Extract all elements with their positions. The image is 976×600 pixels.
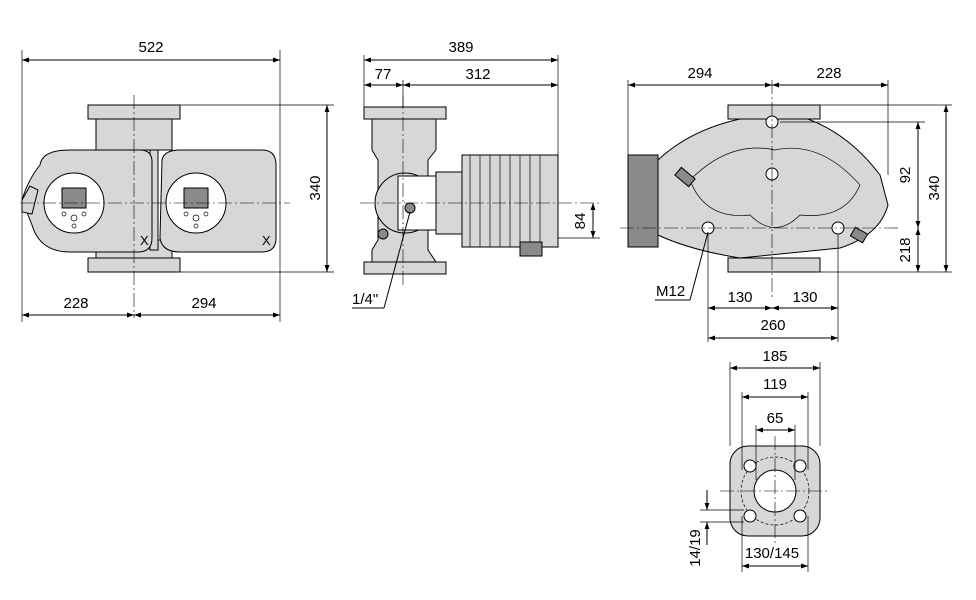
- flange-bolt-circle-label: 130/145: [745, 545, 799, 562]
- back-right-label: 228: [816, 65, 841, 82]
- back-bolt-total-label: 260: [760, 317, 785, 334]
- back-height-label: 340: [926, 175, 943, 200]
- front-right-label: 294: [191, 295, 216, 312]
- flange-inner-label: 65: [767, 410, 784, 427]
- side-thread-label: 1/4": [352, 291, 378, 308]
- back-left-label: 294: [687, 65, 712, 82]
- side-view: 389 77 312 84 1/4": [352, 39, 600, 309]
- front-width-label: 522: [138, 39, 163, 56]
- side-axis-label: 84: [572, 213, 589, 230]
- side-motor-label: 312: [465, 66, 490, 83]
- side-left-label: 77: [375, 66, 392, 83]
- back-view: 294 228 92 218 340 130 130 260 M12: [620, 65, 952, 342]
- flange-mid-label: 119: [763, 376, 787, 393]
- back-bolt-left-label: 130: [727, 289, 752, 306]
- flange-view: 185 119 65 130/145 14/19: [687, 348, 830, 572]
- flange-outer-label: 185: [762, 348, 787, 365]
- side-total-label: 389: [448, 39, 473, 56]
- pump-housing-back: [657, 118, 889, 259]
- svg-text:X: X: [262, 233, 271, 248]
- svg-text:X: X: [140, 233, 149, 248]
- back-upper-label: 92: [897, 167, 914, 184]
- flange-hole-label: 14/19: [687, 529, 704, 567]
- motor-fins: [469, 155, 541, 247]
- back-bolt-right-label: 130: [792, 289, 817, 306]
- back-lower-label: 218: [897, 237, 914, 262]
- front-view: X X 522 228 294 340: [20, 39, 334, 322]
- back-bolt-thread-label: M12: [656, 283, 685, 300]
- front-left-label: 228: [63, 295, 88, 312]
- front-height-label: 340: [307, 175, 324, 200]
